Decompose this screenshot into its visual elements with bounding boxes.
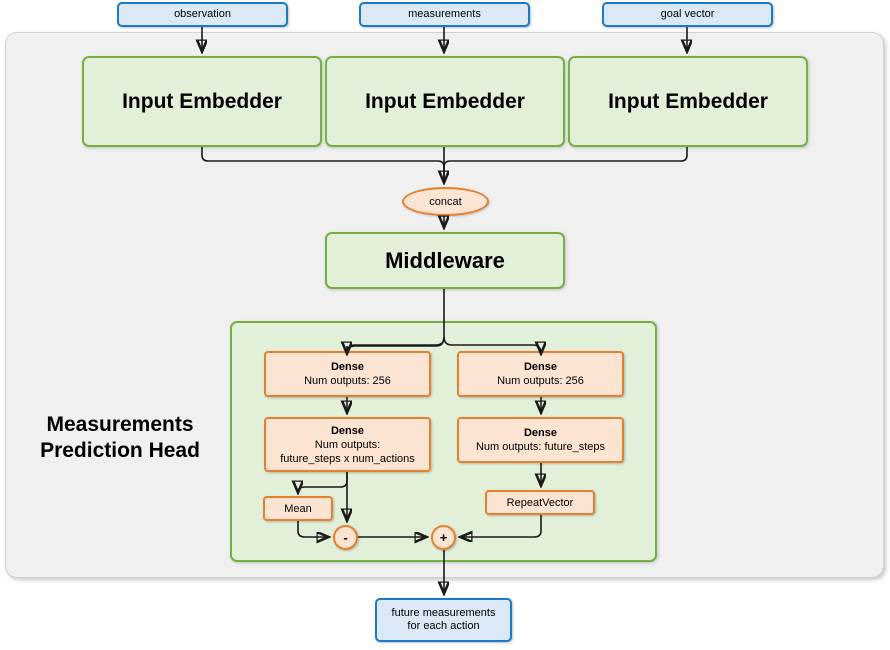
right-dense-future-outputs: Num outputs: future_steps	[475, 441, 605, 453]
subtract-symbol: -	[343, 530, 348, 545]
mean-node[interactable]: Mean	[263, 496, 333, 521]
input-embedder-3[interactable]: Input Embedder	[568, 56, 808, 147]
head-label-line1: Measurements	[46, 413, 194, 436]
input-embedder-3-label: Input Embedder	[608, 89, 768, 113]
head-label-line2: Prediction Head	[40, 439, 200, 462]
add-operator[interactable]: +	[431, 525, 456, 550]
right-dense-256-title: Dense	[523, 361, 558, 373]
input-label-observation: observation	[174, 8, 231, 20]
input-embedder-2-label: Input Embedder	[365, 89, 525, 113]
input-box-measurements[interactable]: measurements	[359, 2, 530, 27]
repeat-vector-node[interactable]: RepeatVector	[485, 490, 595, 515]
mean-label: Mean	[284, 502, 312, 515]
left-dense-256-outputs: Num outputs: 256	[304, 375, 391, 387]
middleware-label: Middleware	[385, 247, 505, 273]
input-label-measurements: measurements	[408, 8, 481, 20]
input-embedder-1[interactable]: Input Embedder	[82, 56, 322, 147]
left-dense-future-title: Dense	[330, 424, 365, 437]
repeat-vector-label: RepeatVector	[506, 496, 574, 509]
left-dense-future-steps-actions[interactable]: Dense Num outputs: future_steps x num_ac…	[264, 417, 431, 472]
output-label-line2: for each action	[407, 620, 480, 632]
right-dense-future-steps[interactable]: Dense Num outputs: future_steps	[457, 417, 624, 463]
right-dense-future-title: Dense	[523, 427, 558, 439]
input-embedder-2[interactable]: Input Embedder	[325, 56, 565, 147]
left-dense-256-title: Dense	[330, 361, 365, 373]
concat-node[interactable]: concat	[402, 187, 489, 216]
output-label-line1: future measurements	[391, 607, 496, 619]
left-dense-future-outputs-l1: Num outputs:	[314, 438, 381, 451]
middleware-node[interactable]: Middleware	[325, 232, 565, 289]
add-symbol: +	[439, 530, 448, 545]
input-box-goal-vector[interactable]: goal vector	[602, 2, 773, 27]
subtract-operator[interactable]: -	[333, 525, 358, 550]
concat-label: concat	[429, 195, 462, 208]
input-box-observation[interactable]: observation	[117, 2, 288, 27]
left-dense-256[interactable]: Dense Num outputs: 256	[264, 351, 431, 397]
output-box-future-measurements[interactable]: future measurements for each action	[375, 598, 512, 642]
input-label-goal-vector: goal vector	[660, 8, 715, 20]
left-dense-future-outputs-l2: future_steps x num_actions	[280, 452, 415, 465]
right-dense-256[interactable]: Dense Num outputs: 256	[457, 351, 624, 397]
right-dense-256-outputs: Num outputs: 256	[497, 375, 584, 387]
input-embedder-1-label: Input Embedder	[122, 89, 282, 113]
measurements-prediction-head-label: Measurements Prediction Head	[18, 412, 222, 464]
